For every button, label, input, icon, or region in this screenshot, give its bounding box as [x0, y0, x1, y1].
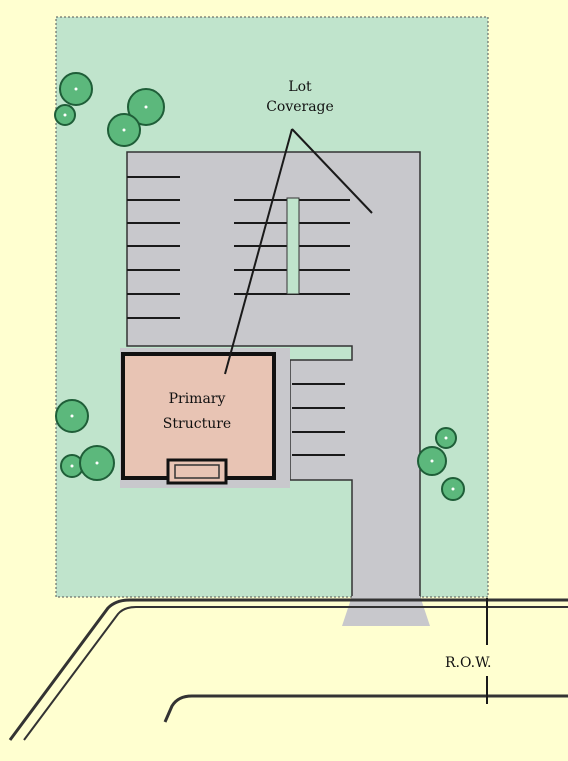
tree-icon [59, 72, 93, 106]
curb-line-inner [23, 606, 568, 741]
driveway-mouth [342, 596, 430, 626]
parking-stalls-left [127, 176, 180, 319]
lot-coverage-leaders [224, 128, 373, 375]
center-landscape-island [286, 197, 300, 295]
tree-icon [435, 427, 457, 449]
parking-stalls-right [292, 383, 345, 456]
tree-icon [417, 446, 447, 476]
row-label: R.O.W. [445, 655, 492, 671]
tree-icon [54, 104, 76, 126]
tree-icon [55, 399, 89, 433]
building-entry-inner [174, 464, 220, 479]
tree-icon [441, 477, 465, 501]
lot-coverage-label-line2: Coverage [266, 99, 334, 115]
primary-structure-label-line1: Primary [169, 391, 226, 407]
street-curbs [8, 598, 568, 741]
primary-structure-label-line2: Structure [163, 416, 231, 432]
trees [54, 72, 465, 501]
lot-coverage-label-line1: Lot [288, 79, 312, 95]
tree-icon [79, 445, 115, 481]
curb-line-outer [8, 598, 568, 741]
tree-icon [107, 113, 141, 147]
curb-line-far [163, 694, 568, 723]
tree-icon [127, 88, 165, 126]
